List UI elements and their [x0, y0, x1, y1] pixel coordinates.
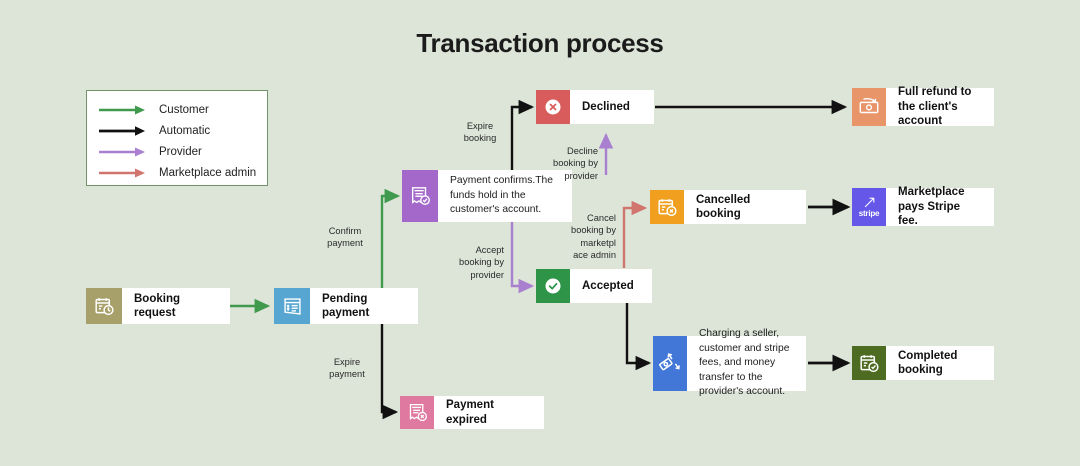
circle-x-icon [536, 90, 570, 124]
edge-label-confirm-payment: Confirm payment [327, 226, 363, 249]
calendar-clock-icon [86, 288, 122, 324]
node-payment-confirms[interactable]: Payment confirms.The funds hold in the c… [402, 170, 572, 222]
edge-accepted-to-charging [625, 302, 652, 371]
node-accepted[interactable]: Accepted [536, 269, 652, 303]
calendar-check-icon [852, 346, 886, 380]
circle-check-icon [536, 269, 570, 303]
node-cancelled-booking[interactable]: Cancelled booking [650, 190, 806, 224]
node-label: Payment expired [446, 399, 494, 426]
edge-label-expire-payment: Expire payment [329, 357, 365, 380]
node-pending-payment[interactable]: Pending payment [274, 288, 418, 324]
node-label: Cancelled booking [696, 193, 751, 220]
node-label: Accepted [582, 279, 634, 292]
legend-item-label: Provider [159, 145, 202, 158]
edge-pending-to-expired [380, 322, 399, 420]
node-label: Completed booking [898, 349, 958, 376]
edge-confirms-to-accepted [510, 222, 535, 294]
stripe-icon: stripe [852, 188, 886, 226]
legend: Customer Automatic Provider Marketplace … [86, 90, 268, 186]
invoice-icon [274, 288, 310, 324]
node-label: Full refund to the client's account [898, 86, 972, 128]
legend-item-label: Automatic [159, 124, 211, 137]
arrow-right-icon [97, 146, 149, 158]
arrow-right-icon [97, 167, 149, 179]
node-declined[interactable]: Declined [536, 90, 654, 124]
legend-item-label: Customer [159, 103, 209, 116]
node-label: Pending payment [322, 292, 370, 319]
node-payment-expired[interactable]: Payment expired [400, 396, 544, 429]
edge-label-decline-booking: Decline booking by provider [553, 146, 598, 181]
legend-item-label: Marketplace admin [159, 166, 257, 179]
legend-item-automatic: Automatic [97, 120, 257, 141]
node-charging[interactable]: Charging a seller, customer and stripe f… [653, 328, 806, 397]
node-stripe-fee[interactable]: stripe Marketplace pays Stripe fee. [852, 186, 994, 228]
node-full-refund[interactable]: Full refund to the client's account [852, 86, 994, 128]
calendar-x-icon [650, 190, 684, 224]
legend-item-provider: Provider [97, 141, 257, 162]
edge-label-expire-booking: Expire booking [463, 121, 497, 144]
invoice-x-icon [400, 396, 434, 429]
edge-cancel-to-cancelled [622, 200, 648, 268]
edge-label-cancel-booking: Cancel booking by marketpl ace admin [571, 213, 616, 261]
node-label: Marketplace pays Stripe fee. [898, 186, 965, 228]
node-booking-request[interactable]: Booking request [86, 288, 230, 324]
money-refund-icon [852, 88, 886, 126]
arrow-right-icon [97, 125, 149, 137]
money-transfer-icon [653, 336, 687, 391]
legend-item-marketplace-admin: Marketplace admin [97, 162, 257, 183]
node-label: Payment confirms.The funds hold in the c… [450, 175, 554, 216]
node-label: Charging a seller, customer and stripe f… [699, 327, 790, 398]
arrow-right-icon [97, 104, 149, 116]
node-label: Booking request [134, 292, 180, 319]
invoice-check-icon [402, 170, 438, 222]
stripe-wordmark: stripe [858, 209, 880, 218]
page-title: Transaction process [416, 28, 664, 58]
edge-label-accept-booking: Accept booking by provider [459, 245, 504, 280]
node-completed-booking[interactable]: Completed booking [852, 346, 994, 380]
legend-item-customer: Customer [97, 99, 257, 120]
node-label: Declined [582, 100, 630, 113]
